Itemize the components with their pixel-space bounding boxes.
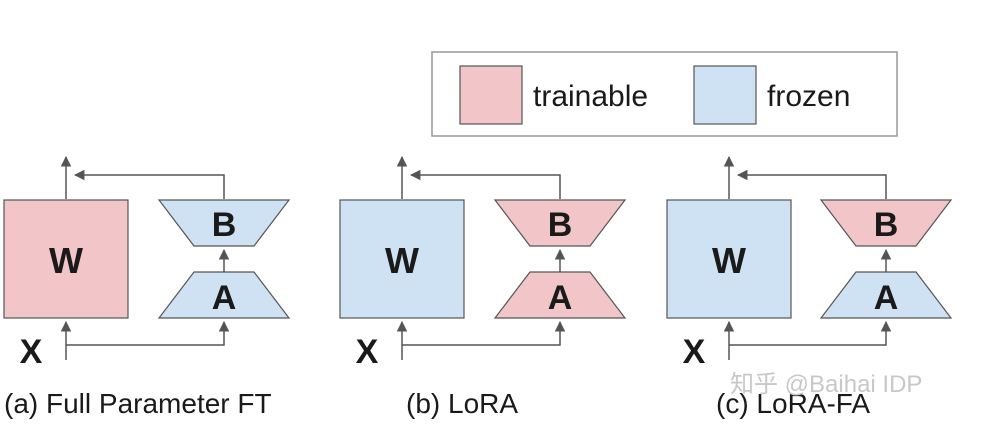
input-to-a-path — [729, 320, 892, 346]
adapter-matrix-b — [157, 199, 291, 247]
adapter-output-path — [409, 169, 561, 199]
legend-swatch-trainable — [459, 65, 523, 125]
adapter-matrix-a — [819, 271, 953, 319]
adapter-label-b: B — [874, 206, 899, 244]
caption-panel-b: (b) LoRA — [406, 388, 518, 419]
adapter-label-b: B — [212, 206, 237, 244]
panel-lora: W B A X (b) LoRA — [339, 155, 627, 419]
adapter-matrix-b — [493, 199, 627, 247]
input-to-a-path — [402, 320, 566, 346]
adapter-label-a: A — [548, 279, 573, 317]
panel-full-parameter-ft: W B A X (a) Full Parameter FT — [3, 155, 291, 419]
adapter-label-b: B — [548, 206, 573, 244]
caption-panel-c: (c) LoRA-FA — [716, 388, 870, 419]
watermark: 知乎 @Baihai IDP — [730, 371, 922, 398]
weight-matrix-w — [339, 199, 465, 319]
adapter-matrix-a — [157, 271, 291, 319]
adapter-output-path — [736, 169, 887, 199]
panel-lora-fa: W B A X (c) LoRA-FA — [666, 155, 953, 419]
weight-matrix-w — [3, 199, 129, 319]
weight-label-w: W — [385, 240, 419, 281]
caption-panel-a: (a) Full Parameter FT — [4, 388, 272, 419]
input-label-x: X — [20, 333, 43, 371]
weight-matrix-w — [666, 199, 792, 319]
input-to-a-path — [66, 320, 230, 346]
legend-label-trainable: trainable — [533, 80, 648, 113]
adapter-matrix-a — [493, 271, 627, 319]
legend: trainable frozen — [431, 51, 898, 137]
legend-swatch-frozen — [693, 65, 757, 125]
adapter-label-a: A — [874, 279, 899, 317]
weight-label-w: W — [49, 240, 83, 281]
adapter-label-a: A — [212, 279, 237, 317]
adapter-matrix-b — [819, 199, 953, 247]
input-label-x: X — [356, 333, 379, 371]
adapter-output-path — [73, 169, 225, 199]
input-label-x: X — [683, 333, 706, 371]
legend-label-frozen: frozen — [767, 80, 850, 113]
weight-label-w: W — [712, 240, 746, 281]
